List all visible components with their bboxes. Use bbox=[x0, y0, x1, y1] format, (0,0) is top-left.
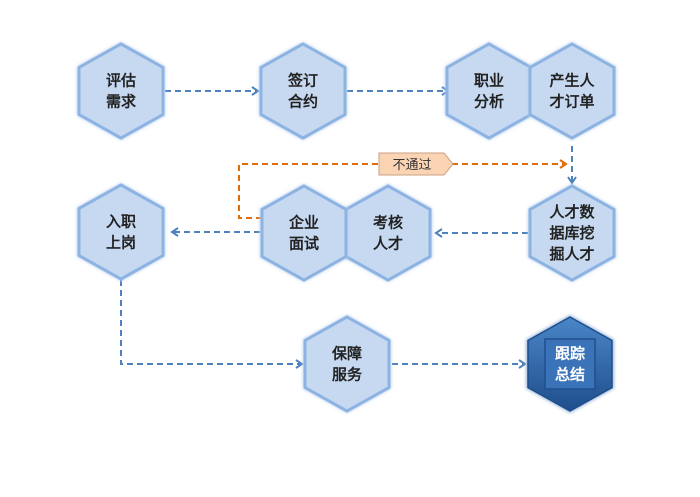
fail-badge: 不通过 bbox=[378, 152, 454, 176]
node-label-line: 分析 bbox=[474, 93, 504, 111]
node-label-line: 企业 bbox=[288, 214, 319, 232]
node-label-line: 考核 bbox=[373, 214, 403, 232]
hexagon-shape bbox=[77, 183, 165, 281]
node-label-line: 据库挖 bbox=[549, 224, 594, 242]
node-inner-box bbox=[544, 338, 596, 390]
node-label-line: 产生人 bbox=[549, 72, 595, 90]
hexagon-shape bbox=[260, 184, 348, 282]
node-label-line: 保障 bbox=[331, 345, 362, 363]
node-label-line: 评估 bbox=[106, 72, 136, 90]
node-label-line: 职业 bbox=[474, 72, 504, 90]
node-label-line: 人才 bbox=[373, 235, 403, 253]
hexagon-shape bbox=[528, 184, 616, 282]
node-label-line: 人才数 bbox=[549, 203, 595, 221]
node-label-line: 需求 bbox=[106, 93, 137, 111]
node-label-line: 总结 bbox=[555, 366, 585, 384]
node-label-line: 掘人才 bbox=[549, 245, 594, 263]
hexagon-shape bbox=[259, 42, 347, 140]
hexagon-shape bbox=[77, 42, 165, 140]
node-label-line: 服务 bbox=[332, 366, 363, 384]
edge-onboard-to-support bbox=[120, 280, 304, 369]
nodes-layer: 评估需求签订合约职业分析产生人才订单人才数据库挖掘人才考核人才企业面试入职上岗保… bbox=[77, 42, 616, 413]
node-label-line: 面试 bbox=[289, 235, 319, 253]
fail-badge-label: 不通过 bbox=[392, 158, 431, 173]
node-label-line: 入职 bbox=[106, 213, 136, 231]
node-label-line: 合约 bbox=[287, 93, 318, 111]
node-label-line: 签订 bbox=[287, 72, 318, 90]
node-label-line: 才订单 bbox=[549, 93, 594, 111]
node-label-line: 跟踪 bbox=[555, 345, 585, 363]
hexagon-shape bbox=[528, 42, 616, 140]
node-label-line: 上岗 bbox=[106, 234, 136, 252]
hexagon-shape bbox=[303, 315, 391, 413]
hexagon-shape bbox=[344, 184, 432, 282]
hexagon-shape bbox=[445, 42, 533, 140]
